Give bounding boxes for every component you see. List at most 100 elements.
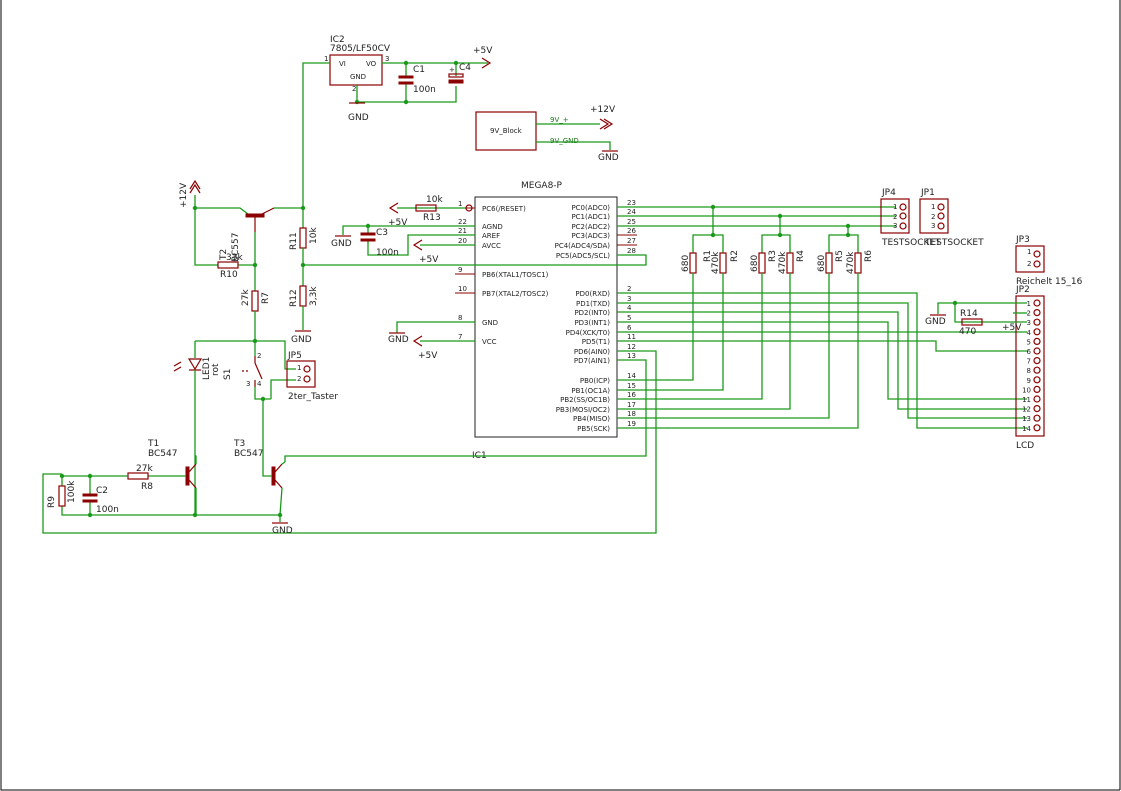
- mcu-pin-number: 3: [627, 295, 631, 303]
- lcd-pin-number: 13: [1022, 415, 1031, 423]
- svg-text:TESTSOCKET: TESTSOCKET: [924, 238, 984, 248]
- svg-text:470k: 470k: [711, 251, 721, 274]
- lcd-pin-hole: [1033, 357, 1041, 365]
- svg-text:+5V: +5V: [473, 46, 493, 56]
- mcu-pin-label: PC3(ADC3): [571, 232, 610, 240]
- svg-text:2ter_Taster: 2ter_Taster: [288, 392, 338, 402]
- mcu-pin-number: 25: [627, 218, 636, 226]
- svg-text:100n: 100n: [96, 505, 119, 515]
- resistor-r13: 10k R13: [415, 195, 443, 223]
- resistor-r2: 470k R2: [711, 250, 740, 274]
- svg-text:C4: C4: [459, 63, 471, 73]
- capacitor-c4: C4 +: [448, 63, 471, 84]
- gnd-symbol-bottom: GND: [272, 522, 293, 536]
- resistor-r6: 470k R6: [846, 250, 874, 274]
- gnd-symbol-agnd: GND: [331, 235, 352, 249]
- regulator-name: IC2: [330, 35, 345, 45]
- mcu-pin-label: PC2(ADC2): [571, 223, 610, 231]
- mcu-pin-number: 21: [458, 227, 467, 235]
- mcu-pin-number: 26: [627, 227, 636, 235]
- svg-text:R6: R6: [864, 250, 874, 262]
- mcu-pin-number: 19: [627, 420, 636, 428]
- svg-text:R9: R9: [47, 496, 57, 508]
- lcd-pin-hole: [1033, 309, 1041, 317]
- svg-text:T2: T2: [219, 249, 229, 261]
- svg-text:10k: 10k: [309, 227, 319, 244]
- svg-text:Reichelt 15_16: Reichelt 15_16: [1016, 277, 1083, 287]
- plus5v-symbol-avcc: +5V: [412, 239, 439, 265]
- regulator-type: 7805/LF50CV: [330, 44, 391, 54]
- mcu-pin-label: PB5(SCK): [577, 425, 610, 433]
- svg-text:BC547: BC547: [148, 449, 177, 459]
- lcd-pin-hole: [1033, 366, 1041, 374]
- connector-jp3: JP3 Reichelt 15_16 1 2: [1015, 235, 1083, 287]
- svg-text:GND: GND: [348, 113, 369, 123]
- svg-text:LCD: LCD: [1016, 441, 1034, 451]
- svg-text:3: 3: [385, 55, 389, 63]
- svg-text:33k: 33k: [226, 253, 243, 263]
- mcu-pin-label: PD4(XCK/T0): [566, 329, 611, 337]
- svg-text:3,3k: 3,3k: [309, 286, 319, 306]
- mcu-pin-label: PD3(INT1): [574, 319, 610, 327]
- svg-text:T1: T1: [147, 439, 159, 449]
- svg-text:R4: R4: [796, 250, 806, 262]
- svg-text:GND: GND: [331, 239, 352, 249]
- svg-text:3: 3: [893, 222, 897, 230]
- svg-text:+12V: +12V: [590, 105, 616, 115]
- gnd-symbol-reg: GND: [348, 102, 369, 123]
- resistor-r11: R11 10k: [289, 227, 319, 250]
- connector-jp4: JP4 TESTSOCKET 1 2 3: [880, 188, 941, 248]
- mcu-pin-label: PD0(RXD): [575, 290, 610, 298]
- mcu-pin-label: PB7(XTAL2/TOSC2): [482, 290, 549, 298]
- lcd-pin-number: 12: [1022, 406, 1031, 414]
- svg-text:+5V: +5V: [419, 255, 439, 265]
- svg-text:TESTSOCKET: TESTSOCKET: [881, 238, 941, 248]
- mcu-pin-number: 16: [627, 391, 636, 399]
- svg-text:BC557: BC557: [231, 233, 241, 262]
- gnd-symbol-batt: GND: [598, 150, 619, 163]
- svg-text:27k: 27k: [136, 464, 153, 474]
- mcu-pin-number: 27: [627, 237, 636, 245]
- plus12v-symbol-batt: +12V: [590, 105, 616, 130]
- mcu-pin-number: 22: [458, 218, 467, 226]
- lcd-pin-hole: [1033, 376, 1041, 384]
- mcu-pin-label: PB4(MISO): [573, 415, 610, 423]
- lcd-pin-hole: [1033, 405, 1041, 413]
- svg-text:JP3: JP3: [1015, 235, 1030, 245]
- mcu-pin-number: 11: [627, 333, 636, 341]
- mcu-pin-number: 17: [627, 401, 636, 409]
- svg-text:LED1: LED1: [202, 357, 212, 380]
- svg-text:GND: GND: [350, 73, 366, 81]
- svg-text:JP5: JP5: [287, 351, 302, 361]
- mcu-pin-number: 15: [627, 382, 636, 390]
- lcd-pin-number: 9: [1027, 377, 1031, 385]
- mcu-pin-number: 9: [458, 266, 462, 274]
- capacitor-c2: C2 100n: [82, 486, 119, 515]
- svg-text:2: 2: [1027, 260, 1031, 268]
- svg-text:C3: C3: [376, 228, 388, 238]
- svg-text:2: 2: [352, 85, 356, 93]
- svg-text:+5V: +5V: [1002, 323, 1022, 333]
- mcu-pin-label: AVCC: [482, 242, 501, 250]
- lcd-pin-hole: [1033, 337, 1041, 345]
- svg-text:3: 3: [931, 222, 935, 230]
- svg-text:C1: C1: [413, 65, 425, 75]
- svg-text:C2: C2: [96, 486, 108, 496]
- svg-text:VI: VI: [339, 60, 346, 68]
- svg-text:R11: R11: [289, 232, 299, 250]
- mcu-pin-number: 24: [627, 208, 636, 216]
- svg-text:1: 1: [893, 203, 897, 211]
- svg-text:1: 1: [931, 203, 935, 211]
- lcd-pin-number: 7: [1027, 358, 1031, 366]
- lcd-pin-number: 2: [1027, 310, 1031, 318]
- svg-text:1: 1: [297, 364, 301, 372]
- gnd-symbol-divider: GND: [291, 330, 312, 345]
- svg-text:R5: R5: [835, 250, 845, 262]
- svg-text:R13: R13: [423, 213, 441, 223]
- resistor-r14: R14 470: [959, 309, 983, 337]
- lcd-pin-number: 10: [1022, 386, 1031, 394]
